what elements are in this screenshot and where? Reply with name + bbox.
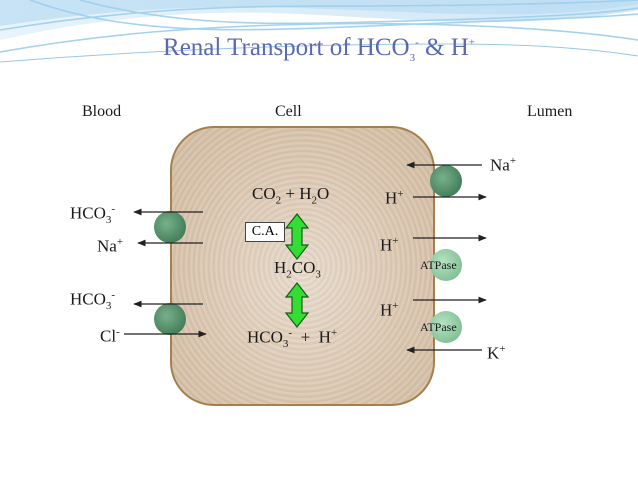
ion-h-1: H+ bbox=[385, 188, 404, 208]
ion-h-2: H+ bbox=[380, 235, 399, 255]
ion-na-blood: Na+ bbox=[97, 236, 124, 256]
ion-na-lumen: Na+ bbox=[490, 155, 517, 175]
slide-title: Renal Transport of HCO3 - & H+ bbox=[0, 34, 638, 64]
atpase-h-pump bbox=[430, 249, 462, 281]
reaction-h2co3: H2CO3 bbox=[274, 258, 321, 281]
carbonic-anhydrase-box: C.A. bbox=[245, 222, 285, 242]
atpase-label-2: ATPase bbox=[420, 320, 457, 334]
reaction-hco3-h: HCO3- + H+ bbox=[247, 327, 338, 351]
transporter-apical-na-h bbox=[430, 165, 462, 197]
ion-hco3-blood-bottom: HCO3- bbox=[70, 289, 116, 313]
title-superscript: - bbox=[415, 36, 419, 49]
equilibrium-arrow-top bbox=[284, 213, 310, 260]
transporter-basolateral-na-hco3 bbox=[154, 211, 186, 243]
transporter-basolateral-cl-hco3 bbox=[154, 303, 186, 335]
ion-h-3: H+ bbox=[380, 300, 399, 320]
atpase-label-1: ATPase bbox=[420, 258, 457, 272]
header-blood: Blood bbox=[82, 103, 122, 120]
title-suffix: & H bbox=[418, 34, 469, 61]
ion-hco3-blood-top: HCO3- bbox=[70, 203, 116, 227]
title-subscript: 3 bbox=[409, 52, 416, 64]
header-cell: Cell bbox=[275, 103, 302, 120]
wave-banner bbox=[0, 0, 638, 63]
reaction-co2-h2o: CO2 + H2O bbox=[252, 184, 330, 207]
title-superscript-2: + bbox=[468, 36, 475, 49]
title-text: Renal Transport of HCO bbox=[163, 34, 410, 61]
atpase-h-k-pump bbox=[430, 311, 462, 343]
header-lumen: Lumen bbox=[527, 103, 573, 120]
equilibrium-arrow-bottom bbox=[284, 282, 310, 328]
ion-cl-blood: Cl- bbox=[100, 326, 120, 346]
ion-k-lumen: K+ bbox=[487, 343, 506, 363]
